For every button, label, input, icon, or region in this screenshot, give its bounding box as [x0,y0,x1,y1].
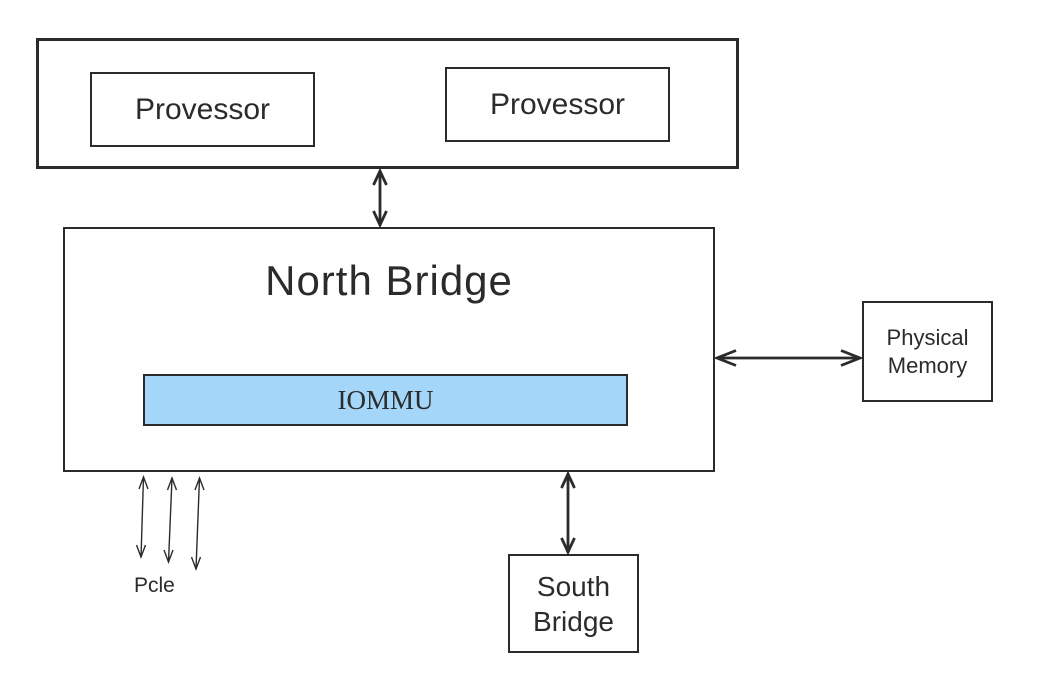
processor2-box: Provessor [445,67,670,142]
processor2-label: Provessor [489,87,626,121]
north-bridge-box: North Bridge IOMMU [63,227,715,472]
south-bridge-line1: South [536,570,611,602]
iommu-box: IOMMU [143,374,628,426]
processor1-box: Provessor [90,72,315,147]
physical-memory-line2: Memory [887,352,968,378]
north-bridge-label: North Bridge [265,257,513,304]
cpu-northbridge-arrow [374,171,387,225]
iommu-label: IOMMU [337,384,434,415]
pcie-label: Pcle [134,574,175,597]
physical-memory-line1: Physical [886,325,969,350]
northbridge-southbridge-arrow [562,474,575,552]
physical-memory-box: Physical Memory [862,301,993,402]
south-bridge-box: South Bridge [508,554,639,653]
processor1-label: Provessor [134,92,271,126]
cpu-container-box: Provessor Provessor [36,38,739,169]
northbridge-memory-arrow [717,351,860,366]
south-bridge-line2: Bridge [533,605,614,637]
pcie-lane-arrows [137,477,205,569]
